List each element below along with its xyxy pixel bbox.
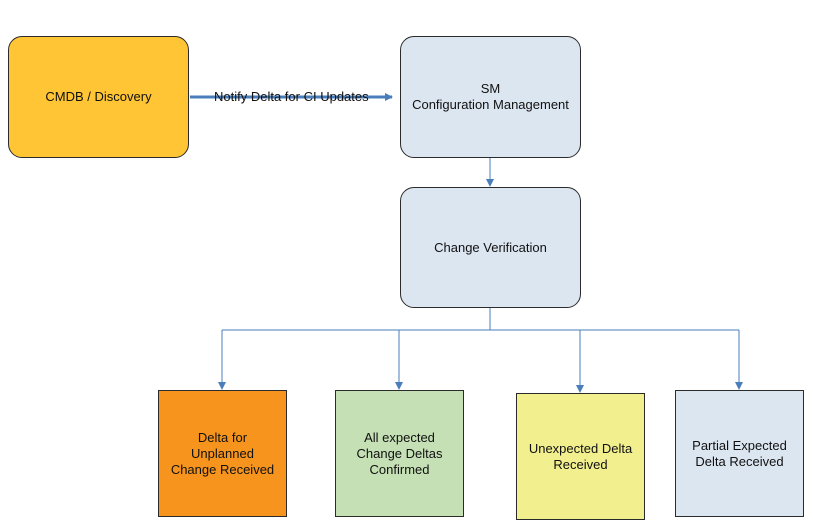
unplanned-line-2: Unplanned <box>191 445 254 461</box>
cmdb-discovery-label: CMDB / Discovery <box>45 89 152 104</box>
all-expected-line-3: Confirmed <box>369 461 430 477</box>
unexpected-delta-node: Unexpected Delta Received <box>516 393 645 520</box>
partial-line-2: Delta Received <box>695 453 784 469</box>
cmdb-discovery-node: CMDB / Discovery <box>8 36 189 158</box>
unexpected-line-2: Received <box>553 456 608 472</box>
all-expected-line-2: Change Deltas <box>356 445 443 461</box>
unexpected-line-1: Unexpected Delta <box>528 440 633 456</box>
sm-configuration-management-node: SM Configuration Management <box>400 36 581 158</box>
all-expected-line-1: All expected <box>364 429 435 445</box>
unplanned-change-node: Delta for Unplanned Change Received <box>158 390 287 517</box>
change-verification-label: Change Verification <box>434 239 547 255</box>
partial-line-1: Partial Expected <box>692 437 787 453</box>
unplanned-line-3: Change Received <box>170 461 275 477</box>
configuration-management-label: Configuration Management <box>412 97 569 112</box>
unplanned-line-1: Delta for <box>197 429 248 445</box>
all-expected-confirmed-node: All expected Change Deltas Confirmed <box>335 390 464 517</box>
notify-delta-label: Notify Delta for CI Updates <box>214 89 369 104</box>
change-verification-node: Change Verification <box>400 187 581 308</box>
sm-label: SM <box>480 81 501 96</box>
partial-expected-node: Partial Expected Delta Received <box>675 390 804 517</box>
